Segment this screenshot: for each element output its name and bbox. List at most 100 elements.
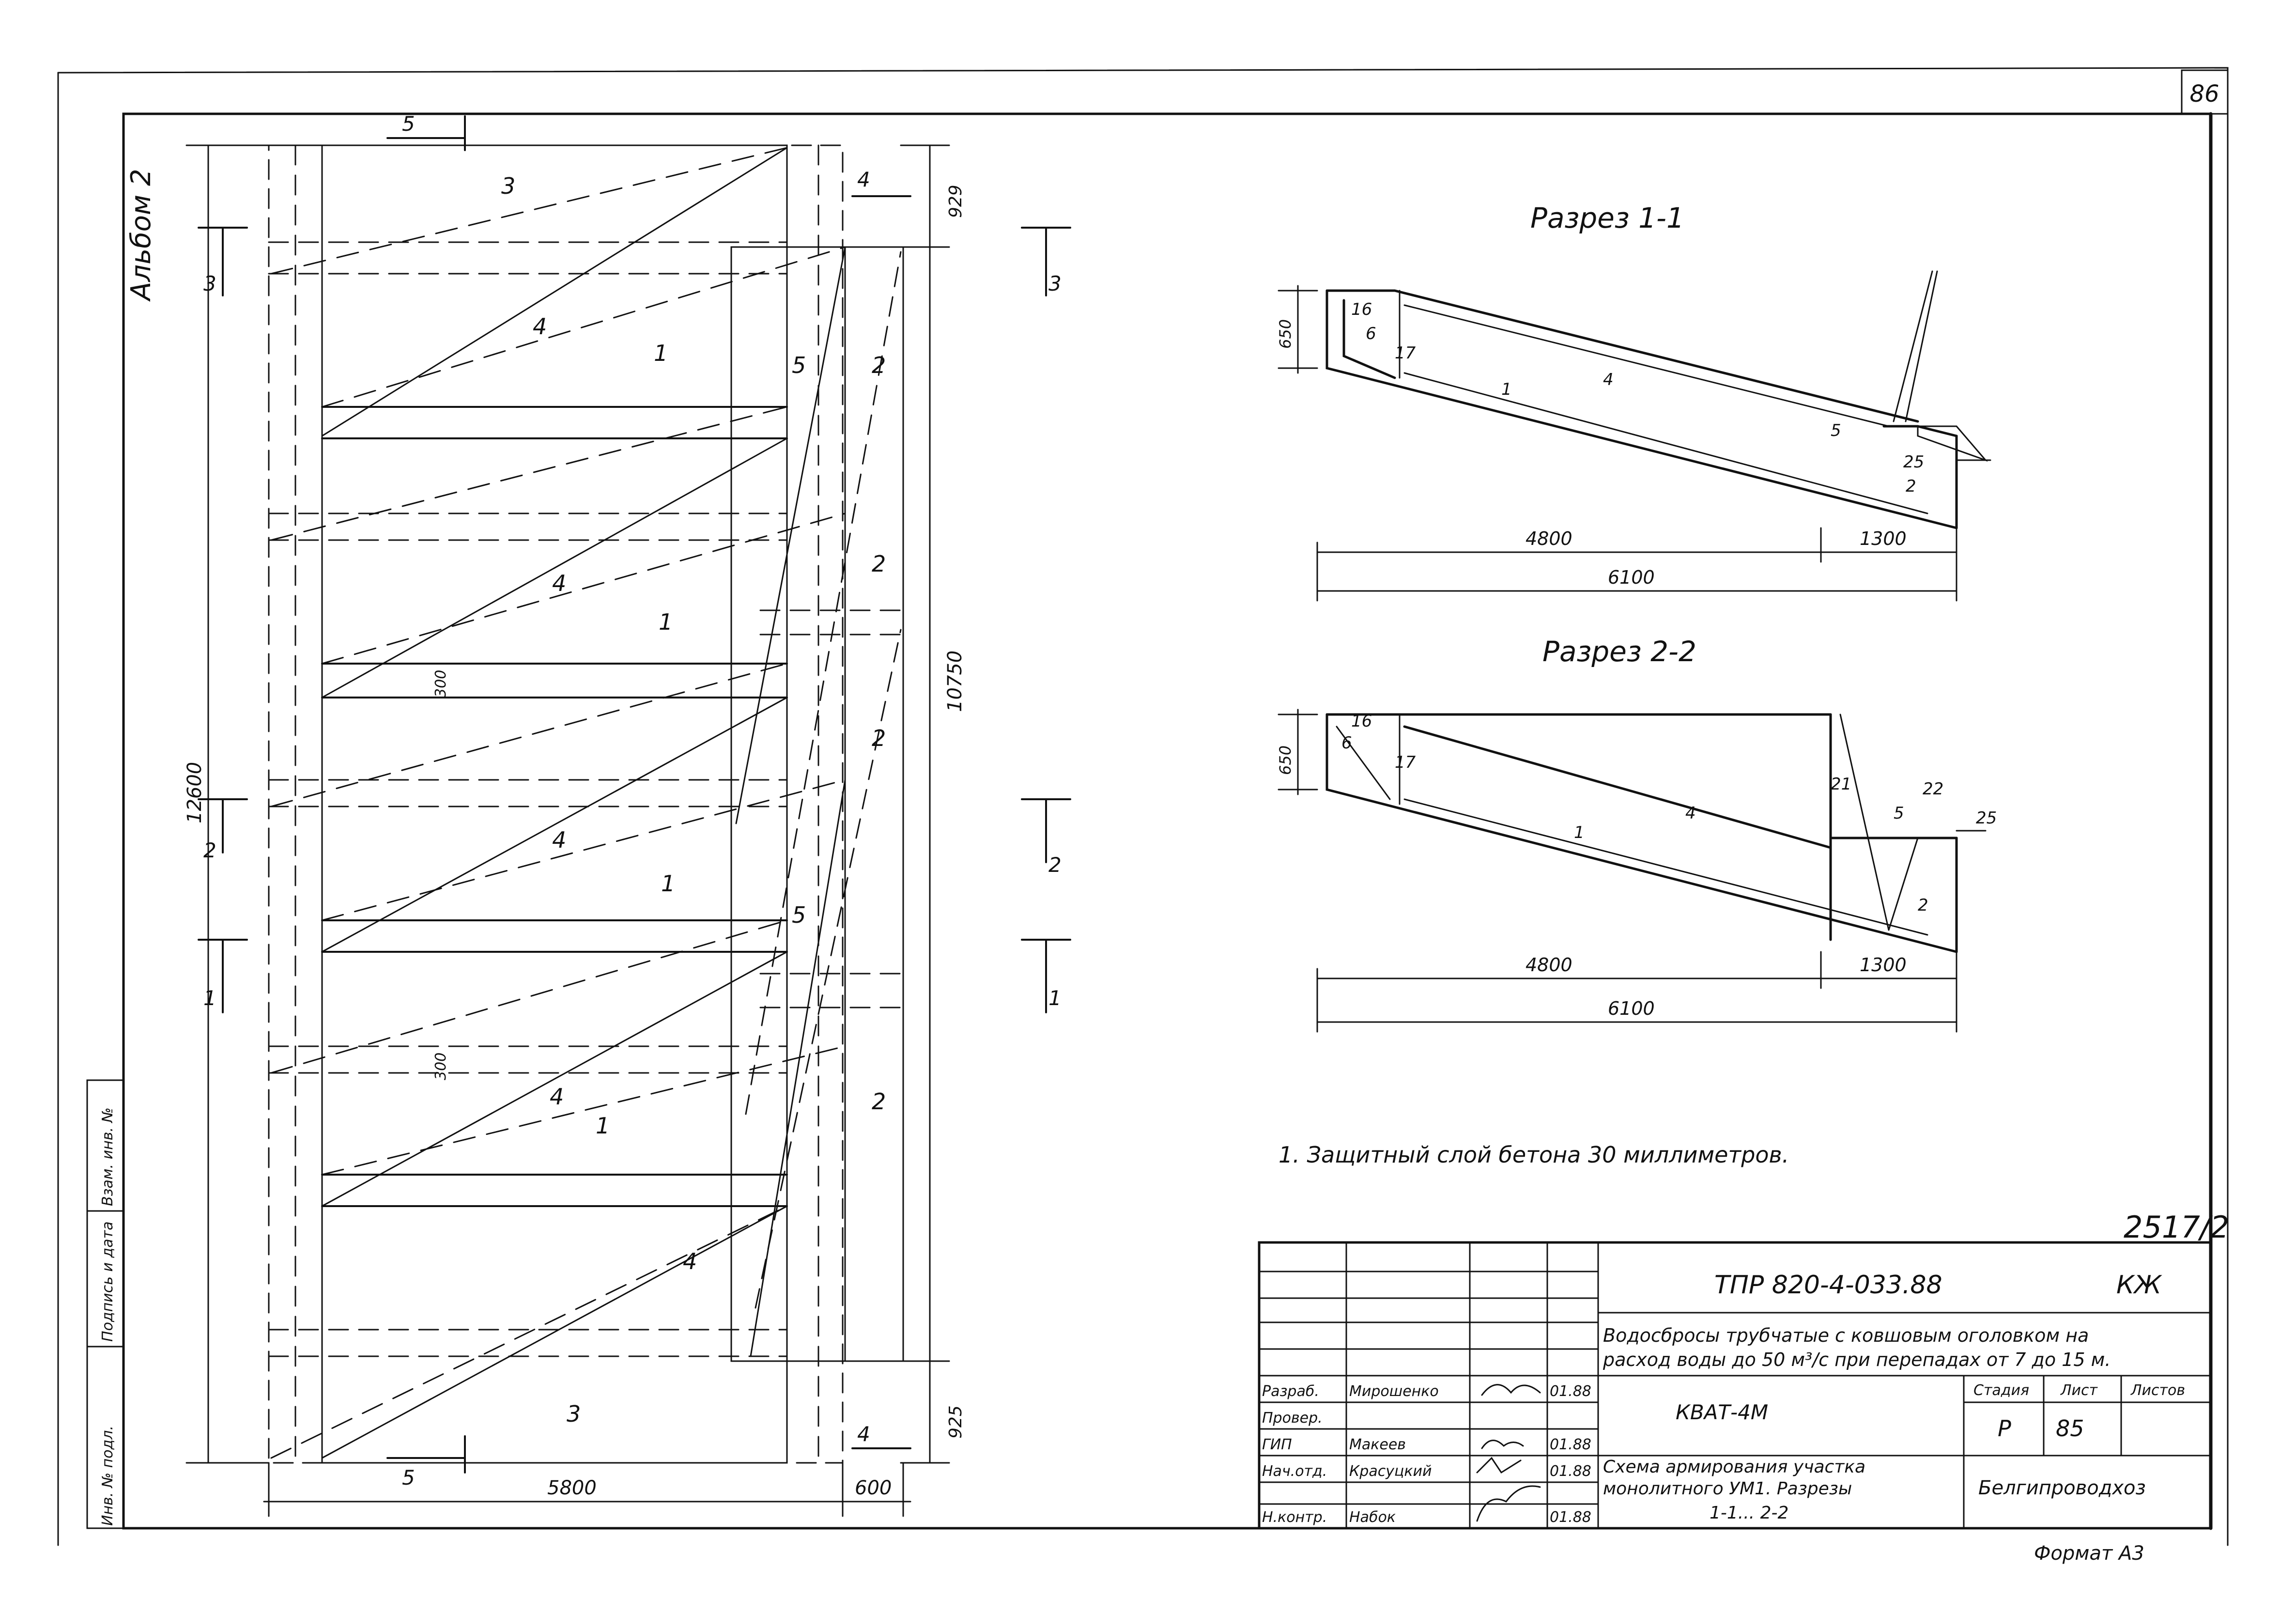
plan-label-5-b: 5 [792,902,806,928]
section-2-2-len-a: 4800 [1526,954,1572,976]
tb-mark: КЖ [2116,1271,2162,1300]
plan-label-1-d: 1 [596,1113,610,1139]
left-stamp-replace: Взам. инв. № [99,1107,116,1206]
plan-label-3-bottom: 3 [567,1401,581,1427]
dim-band-2: 300 [432,1053,449,1080]
tb-description-2: расход воды до 50 м³/с при перепадах от … [1603,1349,2111,1370]
plan-label-3-top: 3 [501,173,515,199]
section-mark-5-top: 5 [402,112,415,136]
tb-project-code: ТПР 820-4-033.88 [1714,1271,1942,1300]
section-mark-5-bottom: 5 [402,1466,415,1489]
tb-role-2: ГИП [1262,1436,1292,1453]
left-stamp-signature: Подпись и дата [99,1222,116,1342]
s11-label-1: 1 [1501,380,1512,399]
section-mark-3-left: 3 [203,272,216,295]
s11-label-16: 16 [1351,300,1372,319]
plan-label-1-c: 1 [661,870,675,897]
tb-sheet: 85 [2056,1415,2084,1442]
section-2-2-len-total: 6100 [1608,998,1655,1019]
plan-diagonals-4 [321,147,788,1459]
section-mark-4-bottom: 4 [857,1422,870,1446]
tb-date-2: 01.88 [1550,1436,1591,1453]
title-block: ТПР 820-4-033.88 КЖ Водосбросы трубчатые… [1258,1241,2212,1530]
tb-role-3: Нач.отд. [1262,1463,1327,1480]
section-1-1-len-b: 1300 [1860,528,1907,549]
s22-label-16: 16 [1351,712,1372,731]
section-1-1-title: Разрез 1-1 [1530,202,1684,234]
plan-dashed-bars [268,144,904,1464]
plan-label-2-a: 2 [872,352,886,378]
page-number: 86 [2189,80,2219,108]
plan-section-marks [198,115,1071,1473]
tb-date-3: 01.88 [1550,1463,1591,1480]
tb-name-5: Набок [1349,1509,1396,1526]
dim-total-length: 12600 [184,762,206,823]
plan-label-5-a: 5 [792,352,806,378]
plan-label-2-d: 2 [872,1088,886,1115]
s22-label-17: 17 [1395,753,1416,772]
dim-right-length: 10750 [944,651,966,712]
section-1-1-len-a: 4800 [1526,528,1572,549]
plan-label-4-e: 4 [683,1248,697,1274]
plan-label-4-c: 4 [552,827,566,853]
section-1-1: Разрез 1-1 650 4800 1300 6100 16 6 17 [1276,202,1991,602]
plan-labels: 3 4 1 5 2 4 1 2 2 4 1 5 4 1 2 4 3 [501,173,886,1427]
section-2-2-len-b: 1300 [1860,954,1907,976]
tb-organization: Белгипроводхоз [1978,1477,2146,1499]
dim-right-width: 600 [855,1477,892,1499]
plan-label-1-b: 1 [659,609,673,635]
s22-label-6: 6 [1341,733,1352,753]
tb-sheet-title-1: Схема армирования участка [1603,1457,1865,1477]
plan-label-2-b: 2 [872,551,886,577]
section-2-2: Разрез 2-2 650 4800 1300 6100 16 6 17 1 [1276,635,1997,1033]
s11-label-2: 2 [1906,477,1916,496]
plan-label-2-c: 2 [872,725,886,751]
tb-name-0: Мирошенко [1349,1383,1439,1400]
s11-label-5: 5 [1831,421,1841,440]
section-2-2-height: 650 [1276,745,1294,775]
plan-inner-panel [730,246,904,1362]
tb-name-3: Красуцкий [1349,1463,1432,1480]
tb-date-0: 01.88 [1550,1383,1591,1400]
s22-label-5: 5 [1894,804,1904,823]
section-1-1-height: 650 [1276,319,1294,349]
tb-sheets-label: Листов [2130,1382,2185,1399]
s22-label-2: 2 [1918,896,1928,915]
plan-beams [321,406,788,1207]
dim-top-offset: 929 [946,185,966,218]
dim-band-1: 300 [432,670,449,698]
tb-name-2: Макеев [1349,1436,1406,1453]
s22-label-4: 4 [1685,804,1696,823]
tb-roles: Разраб. Мирошенко 01.88 Провер. ГИП Маке… [1262,1383,1591,1526]
plan-outer-contour [268,144,844,1464]
tb-role-0: Разраб. [1262,1383,1319,1400]
album-label: Альбом 2 [125,169,157,302]
plan-label-4-d: 4 [550,1084,564,1110]
tb-role-5: Н.контр. [1262,1509,1327,1526]
tb-description-1: Водосбросы трубчатые с ковшовым оголовко… [1603,1325,2089,1346]
tb-sheet-label: Лист [2060,1382,2098,1399]
plan-label-4-a: 4 [533,313,547,340]
section-1-1-len-total: 6100 [1608,567,1655,588]
tb-object-code: КВАТ-4М [1676,1400,1768,1424]
tb-sheet-title-3: 1-1... 2-2 [1710,1503,1788,1523]
section-mark-1-left: 1 [203,986,216,1010]
drawing-code: 2517/2 [2124,1210,2229,1245]
s11-label-17: 17 [1395,343,1416,363]
tb-date-5: 01.88 [1550,1509,1591,1526]
s22-label-22: 22 [1923,779,1943,799]
s22-label-25: 25 [1976,808,1997,828]
signature-scribbles [1476,1384,1541,1522]
tb-stage: Р [1998,1415,2011,1442]
plan-steep-bars [735,246,902,1357]
general-note: 1. Защитный слой бетона 30 миллиметров. [1279,1142,1789,1168]
plan-dimensions [185,144,950,1517]
section-mark-2-right: 2 [1048,853,1062,877]
section-mark-4-top: 4 [857,168,870,191]
section-mark-1-right: 1 [1048,986,1062,1010]
plan-diagonals-1 [270,147,846,1459]
section-mark-3-right: 3 [1048,272,1062,295]
s11-label-25: 25 [1903,452,1924,472]
plan-main-slab [321,144,788,1464]
